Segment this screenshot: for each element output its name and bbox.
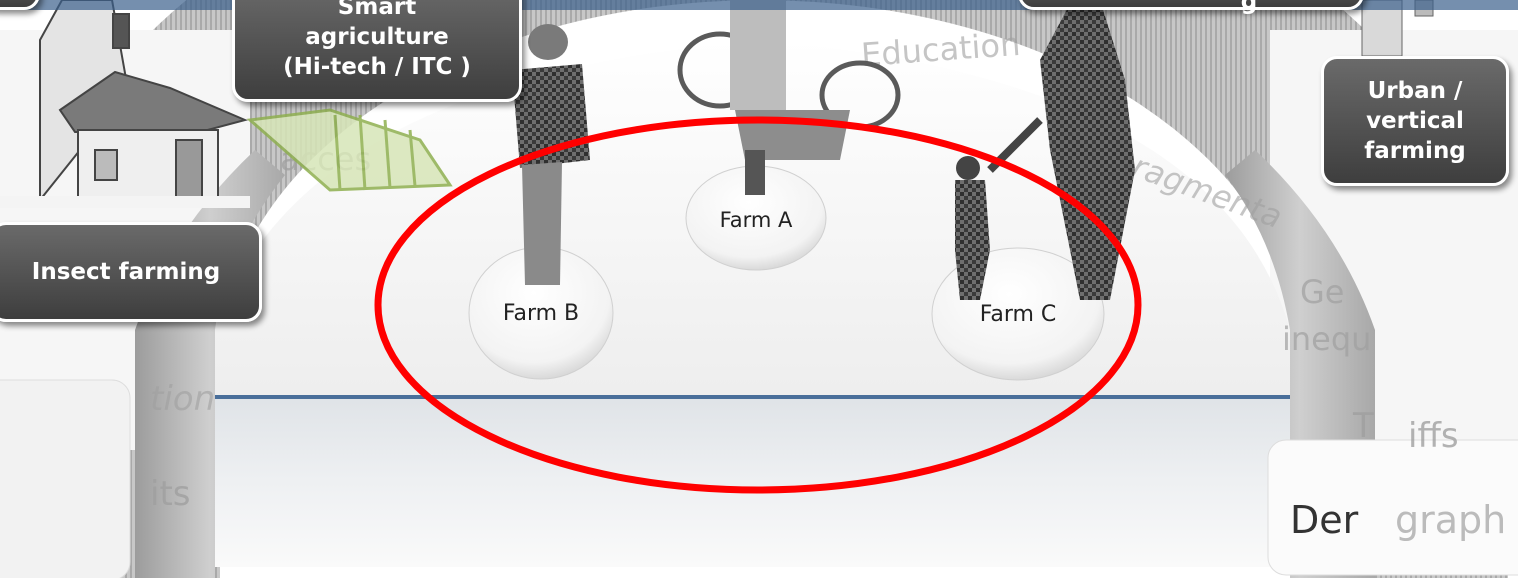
callout-smart-agriculture: Smart agriculture (Hi-tech / ITC ) xyxy=(232,0,522,102)
arch-word-education: Education xyxy=(860,25,1022,74)
arch-word-graph: graph xyxy=(1395,498,1506,542)
arch-word-its: its xyxy=(150,474,191,514)
callout-urban-vertical-farming: Urban / vertical farming xyxy=(1321,56,1509,186)
callout-top-right: g xyxy=(1018,0,1364,10)
farm-label-c: Farm C xyxy=(980,302,1057,327)
callout-insect-farming-label: Insect farming xyxy=(32,257,220,287)
arch-word-der: Der xyxy=(1290,498,1359,542)
callout-smart-agriculture-label: Smart agriculture (Hi-tech / ITC ) xyxy=(283,0,471,82)
stage-front-face xyxy=(215,395,1290,567)
arch-word-iffs: iffs xyxy=(1408,416,1459,456)
farm-label-a: Farm A xyxy=(720,208,793,232)
callout-urban-vertical-farming-label: Urban / vertical farming xyxy=(1364,76,1466,166)
arch-word-ge: Ge xyxy=(1300,273,1344,311)
arch-word-t: T xyxy=(1352,406,1374,446)
callout-insect-farming: Insect farming xyxy=(0,222,262,322)
bottom-left-card xyxy=(0,380,130,578)
arch-word-tion: tion xyxy=(150,379,215,419)
arch-word-inequ: inequ xyxy=(1282,320,1371,358)
farm-label-b: Farm B xyxy=(503,301,579,326)
callout-top-right-label: g xyxy=(1241,0,1257,17)
